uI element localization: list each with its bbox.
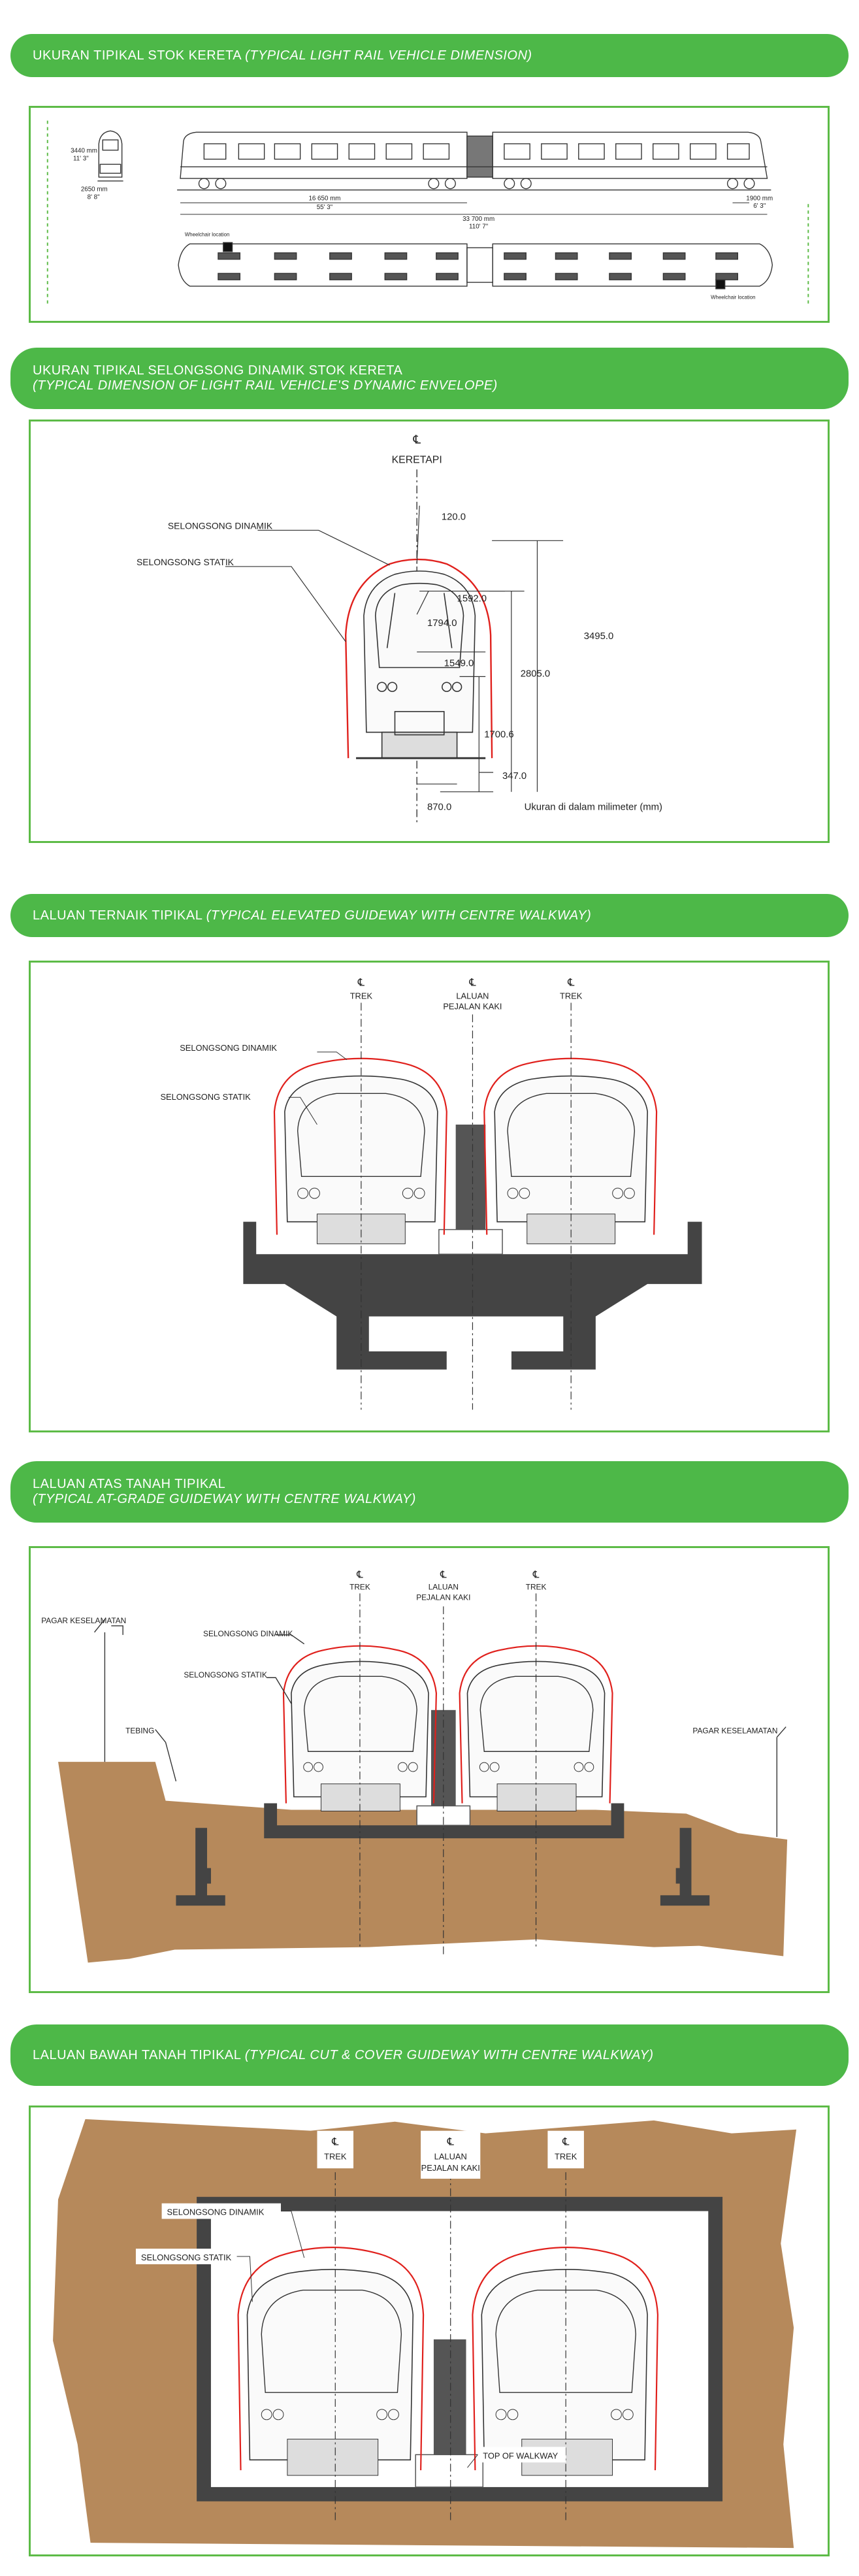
- height-mm: 3440 mm: [71, 148, 97, 155]
- dim-120: 120.0: [442, 512, 466, 523]
- centerline-label: KERETAPI: [392, 454, 442, 465]
- total-length-ft: 110' 7": [469, 223, 489, 231]
- cl-symbol: ℄: [532, 1570, 540, 1581]
- cl-symbol: ℄: [357, 978, 365, 989]
- car-length-ft: 55' 3": [317, 204, 333, 211]
- bogie-mm: 1900 mm: [746, 195, 773, 202]
- car-length-mm: 16 650 mm: [308, 195, 340, 202]
- section-title: LALUAN TERNAIK TIPIKAL: [33, 908, 203, 923]
- section-title-en: (TYPICAL LIGHT RAIL VEHICLE DIMENSION): [245, 48, 532, 63]
- section-title-en: (TYPICAL AT-GRADE GUIDEWAY WITH CENTRE W…: [33, 1492, 416, 1506]
- section-title: UKURAN TIPIKAL STOK KERETA: [33, 48, 242, 63]
- section-title: UKURAN TIPIKAL SELONGSONG DINAMIK STOK K…: [33, 363, 403, 378]
- train-right: [483, 1057, 658, 1244]
- height-ft: 11' 3": [73, 156, 89, 163]
- cl-symbol: ℄: [440, 1570, 447, 1581]
- vehicle-end-view: [97, 130, 123, 182]
- units-note: Ukuran di dalam milimeter (mm): [525, 802, 662, 812]
- section-banner-at-grade: LALUAN ATAS TANAH TIPIKAL (TYPICAL AT-GR…: [10, 1461, 849, 1523]
- panel-dynamic-envelope: ℄ KERETAPI: [29, 420, 830, 843]
- section-title-en: (TYPICAL DIMENSION OF LIGHT RAIL VEHICLE…: [33, 378, 498, 393]
- cl-symbol: ℄: [562, 2136, 570, 2147]
- cl-symbol: ℄: [567, 978, 575, 989]
- section-title-en: (TYPICAL CUT & COVER GUIDEWAY WITH CENTR…: [244, 2047, 654, 2062]
- elevated-drawing: ℄ TREK ℄ LALUAN PEJALAN KAKI ℄ TREK SELO…: [160, 978, 702, 1410]
- dim-347: 347.0: [502, 771, 527, 782]
- train-left: [273, 1057, 447, 1244]
- bogie-ft: 6' 3": [753, 203, 766, 210]
- walkway-label-2: PEJALAN KAKI: [443, 1001, 502, 1011]
- vehicle-plan-view: [178, 242, 773, 289]
- dynamic-label: SELONGSONG DINAMIK: [167, 2207, 265, 2217]
- dynamic-label: SELONGSONG DINAMIK: [203, 1629, 293, 1638]
- at-grade-drawing: ℄ TREK ℄ LALUAN PEJALAN KAKI ℄ TREK SELO…: [41, 1570, 788, 1963]
- walkway-label-2: PEJALAN KAKI: [416, 1593, 470, 1602]
- panel-vehicle-dimension: 3440 mm 11' 3" 2650 mm 8' 8": [29, 106, 830, 323]
- at-grade-trough: [264, 1803, 624, 1839]
- envelope-drawing: ℄ KERETAPI: [137, 433, 662, 823]
- vehicle-drawing: 3440 mm 11' 3" 2650 mm 8' 8": [46, 120, 809, 307]
- train-left: [237, 2247, 425, 2476]
- dim-1592: 1592.0: [457, 593, 487, 604]
- track-label-right: TREK: [560, 991, 583, 1001]
- wheelchair-top: Wheelchair location: [185, 231, 229, 237]
- walkway-slab: [438, 1229, 503, 1255]
- track-label-left: TREK: [324, 2151, 347, 2161]
- section-banner-envelope: UKURAN TIPIKAL SELONGSONG DINAMIK STOK K…: [10, 348, 849, 409]
- section-banner-elevated: LALUAN TERNAIK TIPIKAL (TYPICAL ELEVATED…: [10, 894, 849, 937]
- static-label: SELONGSONG STATIK: [141, 2253, 232, 2262]
- dynamic-label: SELONGSONG DINAMIK: [180, 1043, 277, 1053]
- wheelchair-bottom: Wheelchair location: [711, 295, 755, 301]
- cl-symbol: ℄: [468, 978, 476, 989]
- dim-1794: 1794.0: [427, 618, 457, 629]
- panel-elevated-guideway: ℄ TREK ℄ LALUAN PEJALAN KAKI ℄ TREK SELO…: [29, 961, 830, 1432]
- vehicle-side-view: [177, 131, 771, 191]
- dim-1700: 1700.6: [484, 729, 513, 740]
- panel-at-grade-guideway: ℄ TREK ℄ LALUAN PEJALAN KAKI ℄ TREK SELO…: [29, 1546, 830, 1993]
- section-title-en: (TYPICAL ELEVATED GUIDEWAY WITH CENTRE W…: [206, 908, 592, 923]
- static-label: SELONGSONG STATIK: [184, 1670, 267, 1679]
- dim-2805: 2805.0: [521, 669, 550, 679]
- dynamic-envelope-outline: [345, 558, 493, 759]
- dim-3495: 3495.0: [584, 631, 613, 642]
- section-banner-cut-cover: LALUAN BAWAH TANAH TIPIKAL (TYPICAL CUT …: [10, 2024, 849, 2086]
- width-mm: 2650 mm: [81, 186, 108, 193]
- track-label-left: TREK: [350, 991, 373, 1001]
- centerline-symbol: ℄: [412, 433, 421, 446]
- slope-label: TEBING: [125, 1726, 154, 1735]
- walkway-label-1: LALUAN: [429, 1582, 459, 1591]
- cl-symbol: ℄: [356, 1570, 363, 1581]
- dim-1549: 1549.0: [444, 659, 474, 669]
- walkway-label-1: LALUAN: [434, 2151, 467, 2161]
- dynamic-envelope-label: SELONGSONG DINAMIK: [168, 520, 273, 531]
- fence-label-left: PAGAR KESELAMATAN: [41, 1616, 126, 1625]
- cl-symbol: ℄: [331, 2136, 339, 2147]
- total-length-mm: 33 700 mm: [462, 216, 494, 223]
- ground-soil: [58, 1762, 788, 1963]
- top-of-walkway-label: TOP OF WALKWAY: [483, 2451, 558, 2460]
- dim-870: 870.0: [427, 802, 451, 812]
- static-envelope-label: SELONGSONG STATIK: [137, 557, 235, 567]
- section-title: LALUAN ATAS TANAH TIPIKAL: [33, 1477, 226, 1491]
- track-label-right: TREK: [555, 2151, 577, 2161]
- walkway-label-1: LALUAN: [456, 991, 489, 1001]
- cut-cover-drawing: ℄ TREK ℄ LALUAN PEJALAN KAKI ℄ TREK SELO…: [53, 2119, 797, 2549]
- walkway-label-2: PEJALAN KAKI: [421, 2163, 480, 2173]
- track-label-right: TREK: [526, 1582, 547, 1591]
- static-label: SELONGSONG STATIK: [160, 1092, 251, 1102]
- section-title: LALUAN BAWAH TANAH TIPIKAL: [33, 2047, 241, 2062]
- section-banner-vehicle: UKURAN TIPIKAL STOK KERETA (TYPICAL LIGH…: [10, 34, 849, 77]
- track-label-left: TREK: [349, 1582, 370, 1591]
- fence-label-right: PAGAR KESELAMATAN: [692, 1726, 777, 1735]
- panel-cut-cover-guideway: ℄ TREK ℄ LALUAN PEJALAN KAKI ℄ TREK SELO…: [29, 2105, 830, 2556]
- train-right: [472, 2247, 659, 2476]
- cl-symbol: ℄: [447, 2136, 455, 2147]
- width-ft: 8' 8": [88, 193, 100, 201]
